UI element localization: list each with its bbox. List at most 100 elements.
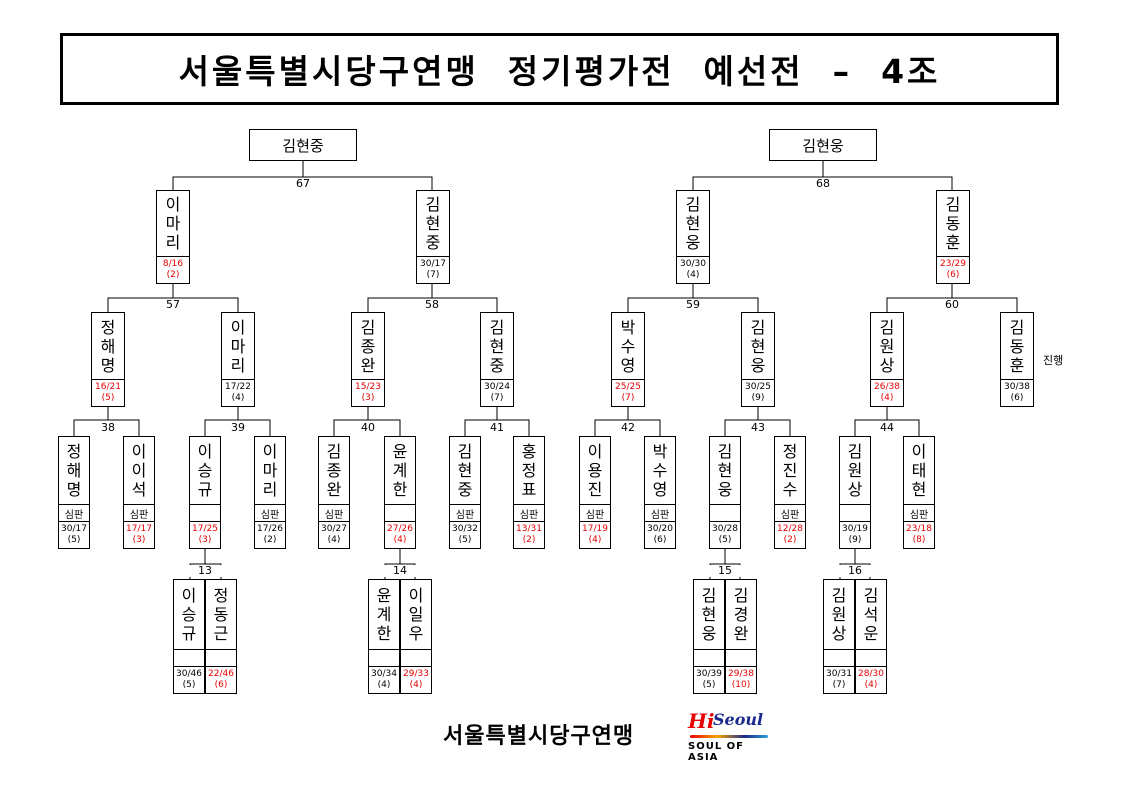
score-value: 17/26 [257, 524, 283, 534]
score-block: 30/19(9) [840, 521, 870, 550]
score-block: 23/18(8) [904, 521, 934, 550]
score-block: 30/24(7) [481, 379, 513, 408]
score-block: 30/38(6) [1001, 379, 1033, 408]
score-block: 30/31(7) [824, 666, 854, 695]
rank-value: (4) [327, 535, 341, 545]
name-char: 종 [326, 461, 342, 480]
match-number: 38 [88, 422, 128, 434]
score-block: 30/17(5) [59, 521, 89, 550]
referee-label [710, 504, 740, 521]
score-block: 12/28(2) [775, 521, 805, 550]
name-char: 석 [863, 605, 879, 624]
match-number: 42 [608, 422, 648, 434]
hi-seoul-logo: Hi Seoul SOUL OF ASIA [688, 709, 772, 763]
rank-value: (2) [522, 535, 536, 545]
match-number: 67 [283, 178, 323, 190]
name-char: 영 [652, 480, 668, 499]
rank-value: (3) [361, 393, 375, 403]
referee-label: 심판 [255, 504, 285, 521]
score-block: 30/46(5) [174, 666, 204, 695]
referee-label: 심판 [645, 504, 675, 521]
name-char: 완 [360, 355, 376, 375]
rank-value: (4) [393, 535, 407, 545]
bracket-connector [854, 407, 920, 436]
group-winner-box: 김현웅 [769, 129, 877, 161]
title-banner: 서울특별시당구연맹 정기평가전 예선전 – 4조 [60, 33, 1059, 105]
name-char: 정 [782, 442, 798, 461]
rank-value: (4) [880, 393, 894, 403]
name-char: 명 [100, 355, 116, 375]
bracket-connector [204, 407, 271, 436]
score-value: 30/17 [61, 524, 87, 534]
name-char: 김 [489, 317, 505, 337]
name-char: 근 [213, 624, 229, 643]
rank-value: (6) [653, 535, 667, 545]
rank-value: (2) [166, 270, 180, 280]
score-block: 23/29(6) [937, 256, 969, 285]
winner-name: 김현중 [282, 136, 324, 155]
name-char: 원 [879, 336, 895, 356]
score-value: 30/39 [696, 669, 722, 679]
name-char: 김 [360, 317, 376, 337]
score-value: 30/28 [712, 524, 738, 534]
name-char: 김 [425, 195, 441, 214]
bracket-connector [172, 161, 433, 190]
name-char: 경 [733, 605, 749, 624]
name-char: 김 [733, 586, 749, 605]
match-number: 68 [803, 178, 843, 190]
bracket-connector [594, 407, 661, 436]
score-value: 12/28 [777, 524, 803, 534]
name-char: 김 [879, 317, 895, 337]
score-value: 30/31 [826, 669, 852, 679]
score-value: 13/31 [516, 524, 542, 534]
name-char: 규 [181, 624, 197, 643]
score-value: 17/17 [126, 524, 152, 534]
match-number: 15 [705, 565, 745, 577]
name-char: 현 [457, 461, 473, 480]
name-char: 김 [326, 442, 342, 461]
match-number: 39 [218, 422, 258, 434]
name-char: 현 [489, 336, 505, 356]
bracket-connector [886, 284, 1018, 312]
name-char: 박 [620, 317, 636, 337]
rank-value: (5) [718, 535, 732, 545]
score-value: 27/26 [387, 524, 413, 534]
rank-value: (3) [198, 535, 212, 545]
name-char: 계 [392, 461, 408, 480]
logo-color-bar [690, 735, 768, 738]
name-char: 중 [489, 355, 505, 375]
score-value: 30/19 [842, 524, 868, 534]
match-number: 60 [932, 299, 972, 311]
name-char: 동 [213, 605, 229, 624]
name-char: 동 [1009, 336, 1025, 356]
score-block: 30/28(5) [710, 521, 740, 550]
name-char: 중 [425, 233, 441, 252]
referee-label: 심판 [904, 504, 934, 521]
bracket-connector [333, 407, 401, 436]
name-char: 상 [831, 624, 847, 643]
name-char: 용 [587, 461, 603, 480]
name-char: 운 [863, 624, 879, 643]
score-block: 8/16(2) [157, 256, 189, 285]
